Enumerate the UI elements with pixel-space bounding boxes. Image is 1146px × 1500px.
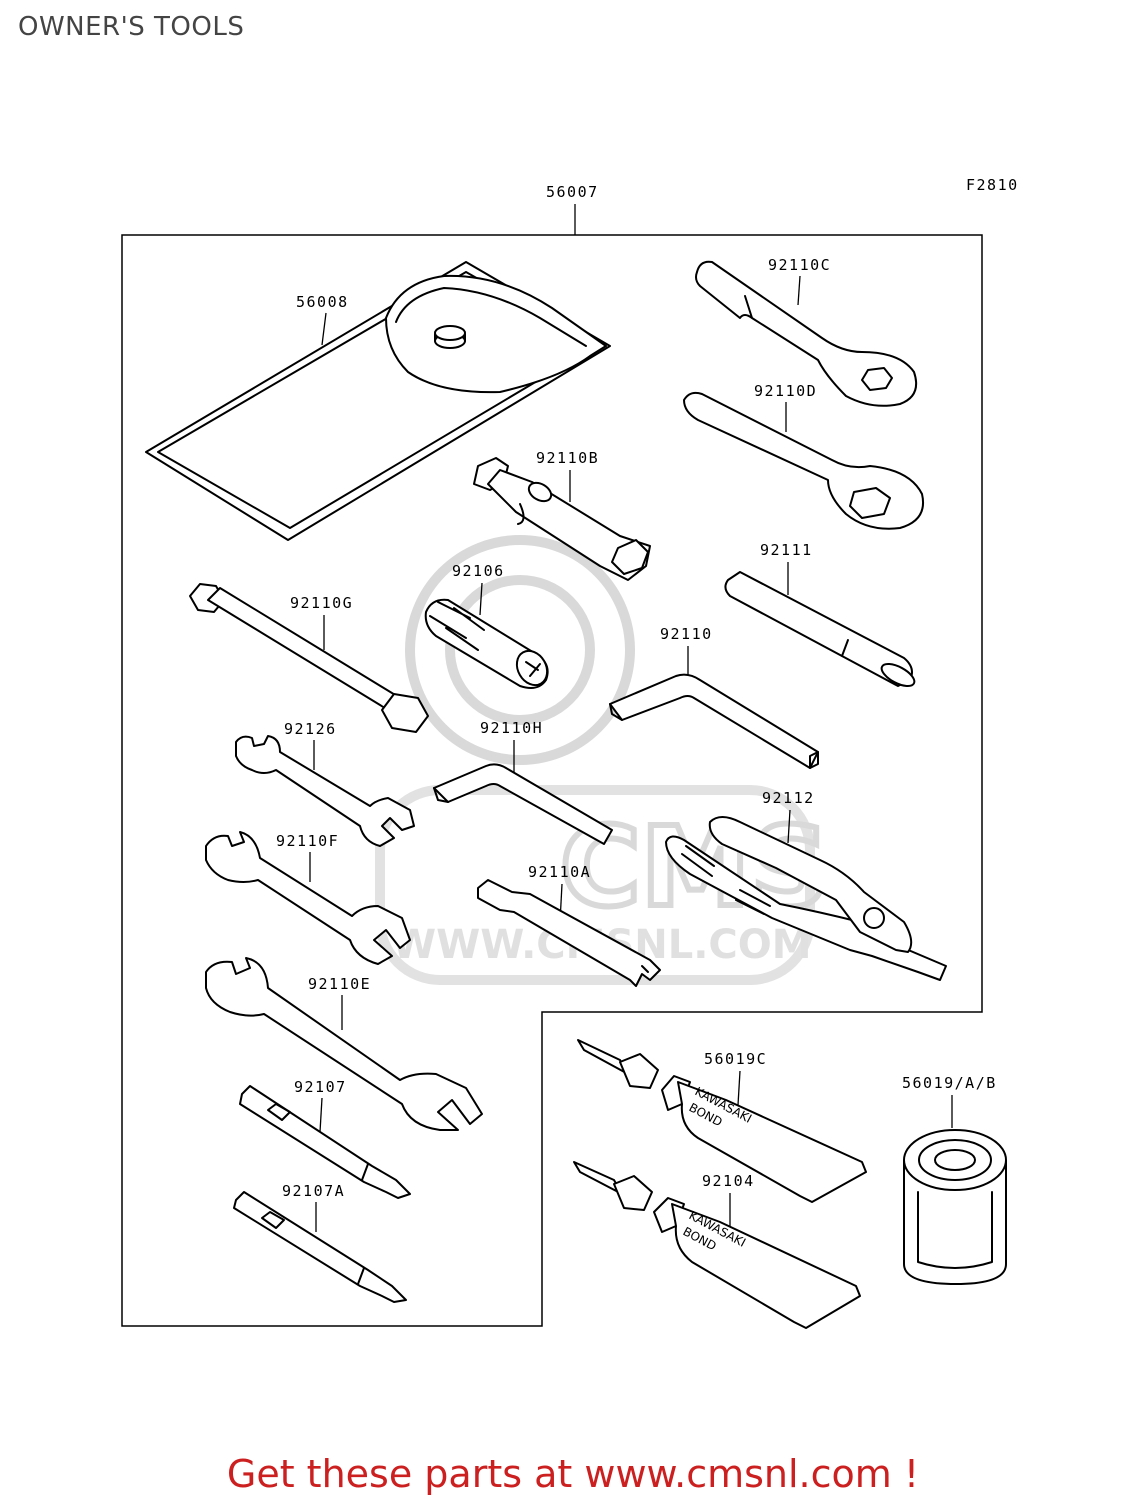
hex-key-drawing (609, 673, 819, 769)
handle-bar-drawing (724, 571, 916, 688)
part-label-hex-key-h[interactable]: 92110H (480, 719, 543, 737)
bond-can-drawing (903, 1129, 1007, 1285)
part-label-bag[interactable]: 56008 (296, 293, 349, 311)
spoke-wrench-drawing (477, 879, 661, 987)
screwdriver-drawing (239, 1085, 411, 1199)
part-label-kit[interactable]: 56007 (546, 183, 599, 201)
part-label-wrench-d[interactable]: 92110D (754, 382, 817, 400)
part-label-spoke-wrench[interactable]: 92110A (528, 863, 591, 881)
part-label-screwdriver-a[interactable]: 92107A (282, 1182, 345, 1200)
ring-wrench-d-drawing (683, 391, 924, 530)
buy-parts-link[interactable]: Get these parts at www.cmsnl.com ! (226, 1452, 920, 1496)
part-label-bond-can[interactable]: 56019/A/B (902, 1074, 997, 1092)
kit-outline-frame (121, 234, 983, 1327)
ring-wrench-c-drawing (695, 260, 918, 407)
page-title: OWNER'S TOOLS (18, 12, 245, 42)
open-wrench-e-drawing (205, 957, 483, 1131)
part-label-bond-tube-c[interactable]: 56019C (704, 1050, 767, 1068)
part-label-socket-b[interactable]: 92110B (536, 449, 599, 467)
tool-bag-drawing (145, 261, 611, 541)
part-label-wrench-f[interactable]: 92110F (276, 832, 339, 850)
part-label-wrench-c[interactable]: 92110C (768, 256, 831, 274)
socket-wrench-b-drawing (473, 457, 651, 581)
box-spanner-bar-drawing (189, 583, 429, 733)
part-label-wrench-92126[interactable]: 92126 (284, 720, 337, 738)
open-wrench-92126-drawing (235, 735, 415, 847)
part-label-pliers[interactable]: 92112 (762, 789, 815, 807)
hex-key-h-drawing (433, 763, 613, 845)
part-label-bar-g[interactable]: 92110G (290, 594, 353, 612)
part-label-screwdriver[interactable]: 92107 (294, 1078, 347, 1096)
part-label-hex-key[interactable]: 92110 (660, 625, 713, 643)
part-label-spark-plug-tool[interactable]: 92106 (452, 562, 505, 580)
spark-plug-tool-drawing (424, 598, 549, 689)
part-label-handle[interactable]: 92111 (760, 541, 813, 559)
pliers-drawing (665, 816, 947, 981)
part-label-wrench-e[interactable]: 92110E (308, 975, 371, 993)
figure-code: F2810 (966, 176, 1019, 194)
screwdriver-a-drawing (233, 1191, 407, 1303)
part-label-bond-tube[interactable]: 92104 (702, 1172, 755, 1190)
open-wrench-f-drawing (205, 831, 411, 965)
